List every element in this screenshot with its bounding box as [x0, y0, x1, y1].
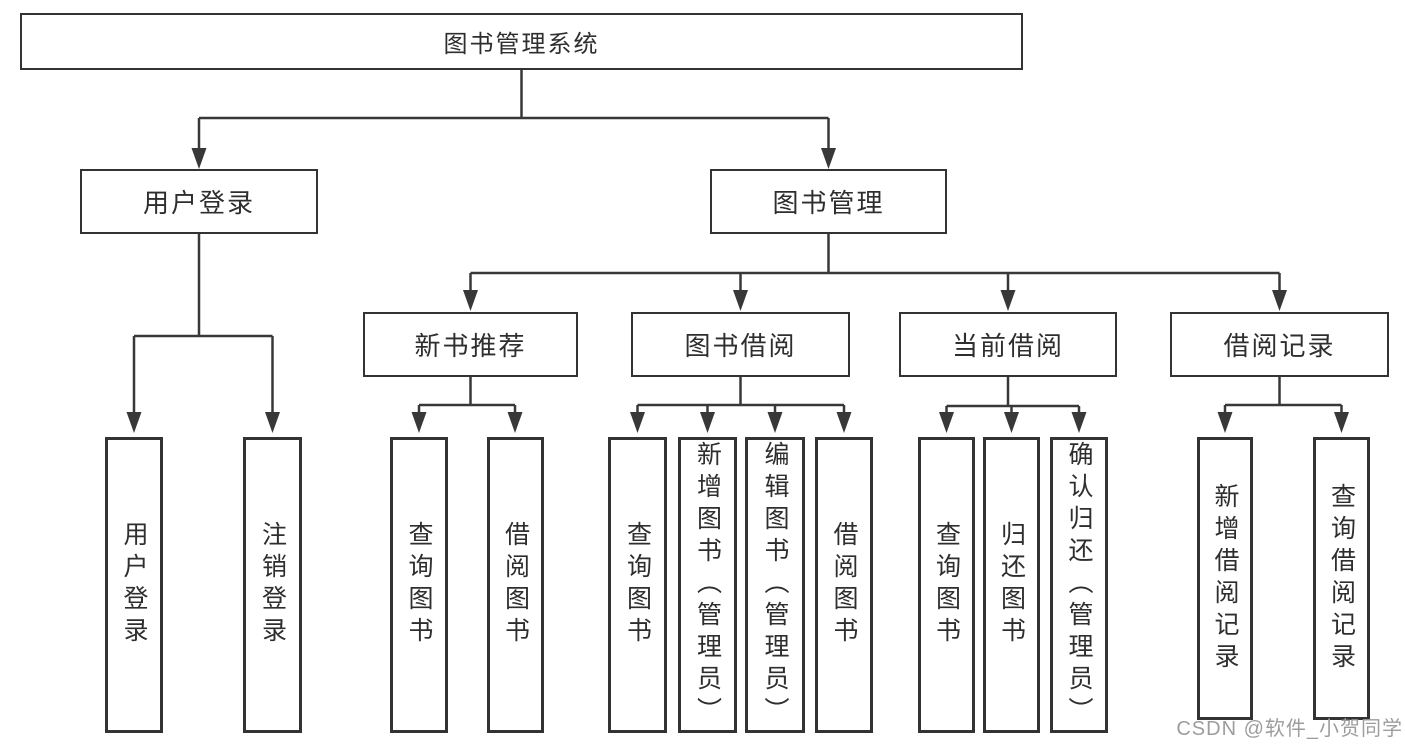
- node-book-borrowing: 图书借阅: [631, 312, 850, 377]
- leaf-query-borrowing-record: 查询借阅记录: [1313, 437, 1370, 720]
- leaf-user-login: 用户登录: [105, 437, 163, 733]
- leaf-edit-books-admin: 编辑图书（管理员）: [745, 437, 805, 733]
- leaf-borrow-books-recommend: 借阅图书: [487, 437, 544, 733]
- leaf-query-books-recommend: 查询图书: [390, 437, 448, 733]
- leaf-logout: 注销登录: [243, 437, 302, 733]
- leaf-query-books-borrowing: 查询图书: [608, 437, 667, 733]
- watermark: CSDN @软件_小贺同学: [1176, 718, 1403, 740]
- leaf-query-books-current: 查询图书: [918, 437, 975, 733]
- arrowhead-icons: [126, 148, 1349, 433]
- leaf-add-borrowing-record: 新增借阅记录: [1197, 437, 1253, 720]
- leaf-add-books-admin: 新增图书（管理员）: [678, 437, 737, 733]
- node-library-management-system: 图书管理系统: [20, 13, 1023, 70]
- leaf-confirm-return-admin: 确认归还（管理员）: [1050, 437, 1108, 733]
- node-borrowing-records: 借阅记录: [1170, 312, 1389, 377]
- leaf-return-books: 归还图书: [983, 437, 1040, 733]
- node-new-book-recommendation: 新书推荐: [363, 312, 578, 377]
- node-user-login: 用户登录: [80, 169, 318, 234]
- leaf-borrow-books-borrowing: 借阅图书: [815, 437, 873, 733]
- node-book-management: 图书管理: [710, 169, 947, 234]
- node-current-borrowing: 当前借阅: [899, 312, 1117, 377]
